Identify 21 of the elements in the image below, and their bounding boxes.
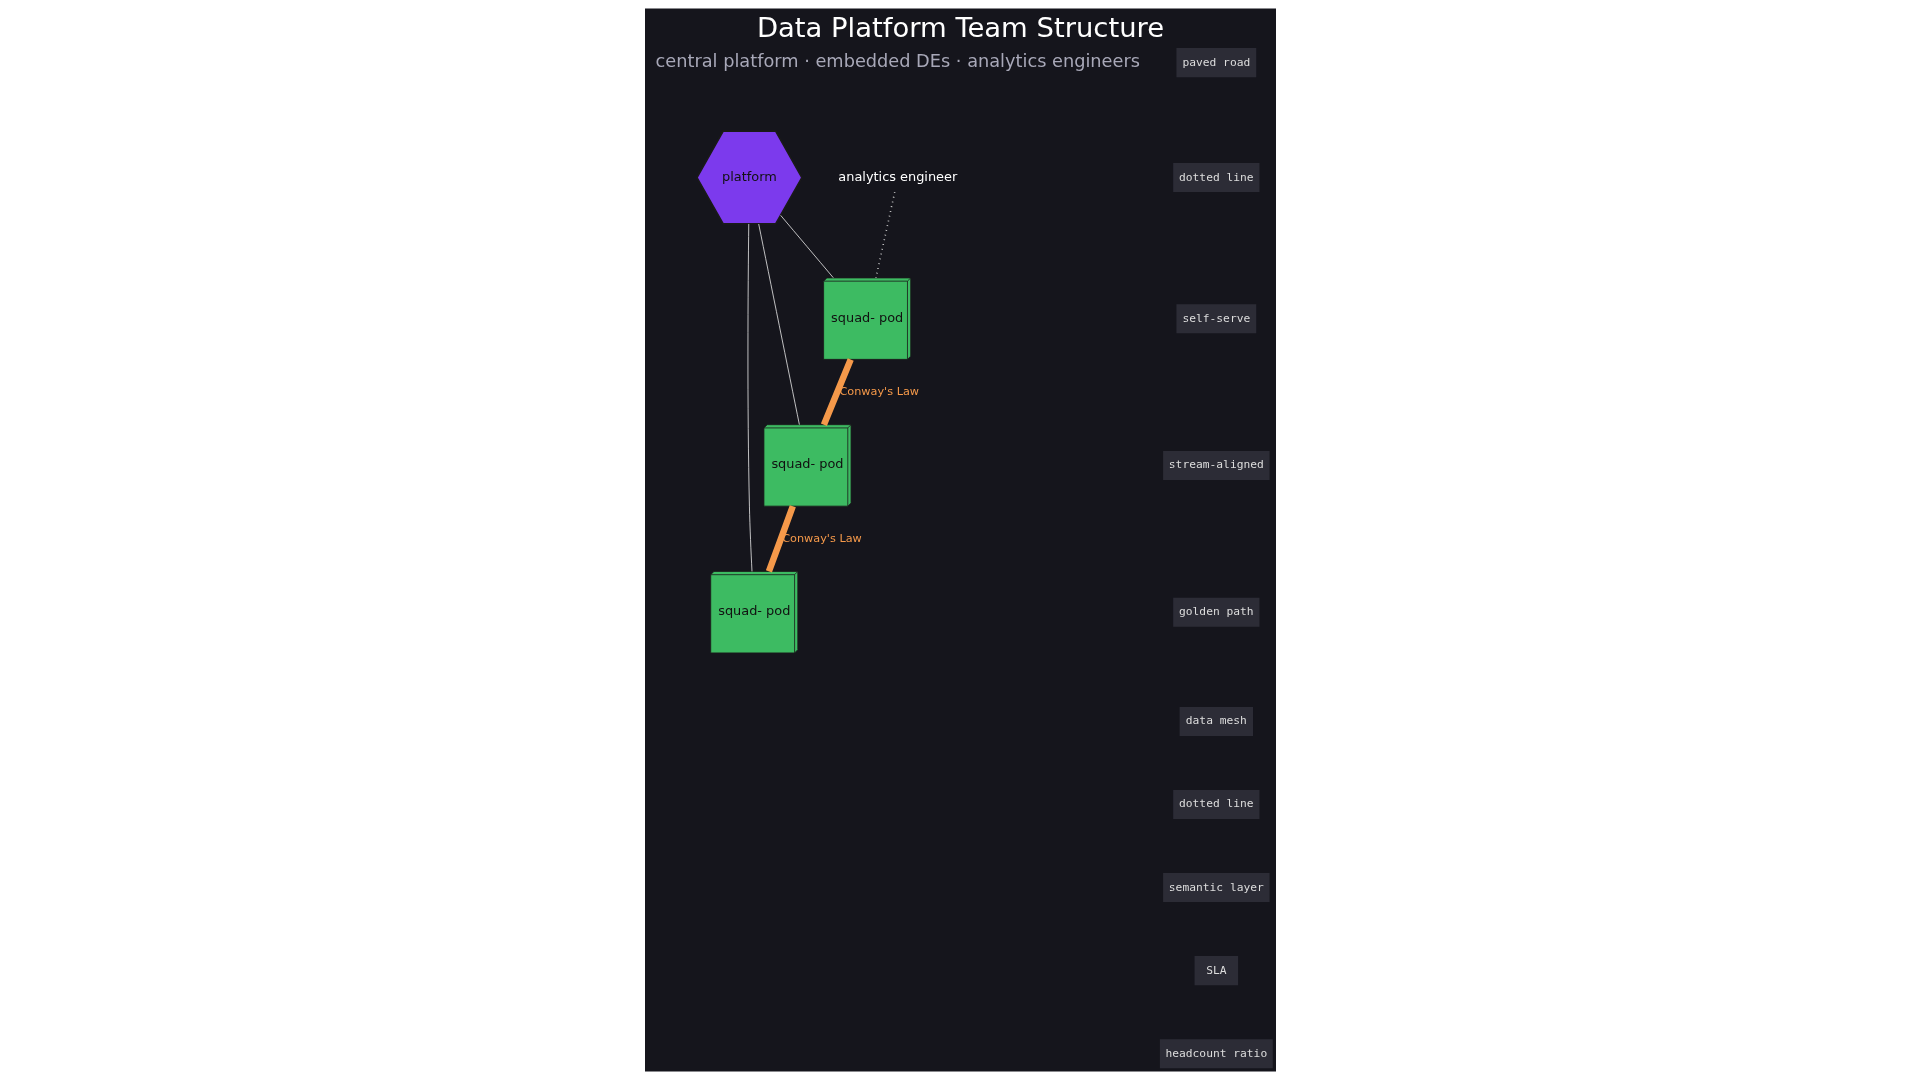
label: central platform · embedded DEs · analytics engineers [655,51,1140,72]
connector [779,214,834,279]
label: paved road [1181,55,1250,69]
label: semantic layer [1168,880,1264,894]
connector [765,505,796,573]
diagram-title: Data Platform Team Structure [756,11,1164,43]
edge-label: Conway's Law [838,385,919,399]
connector [747,223,752,572]
connector [757,223,800,426]
label: stream-aligned [1168,458,1264,472]
label: dotted line [1178,170,1254,184]
node-text: analytics engineer [837,168,957,184]
label: golden path [1178,605,1254,619]
label: data mesh [1185,714,1247,728]
label: headcount ratio [1164,1046,1267,1060]
label: SLA [1205,963,1227,977]
edge-label: Conway's Law [781,531,862,545]
connector [820,358,854,426]
connector [874,191,896,279]
label: dotted line [1178,797,1254,811]
label: self-serve [1181,311,1250,325]
